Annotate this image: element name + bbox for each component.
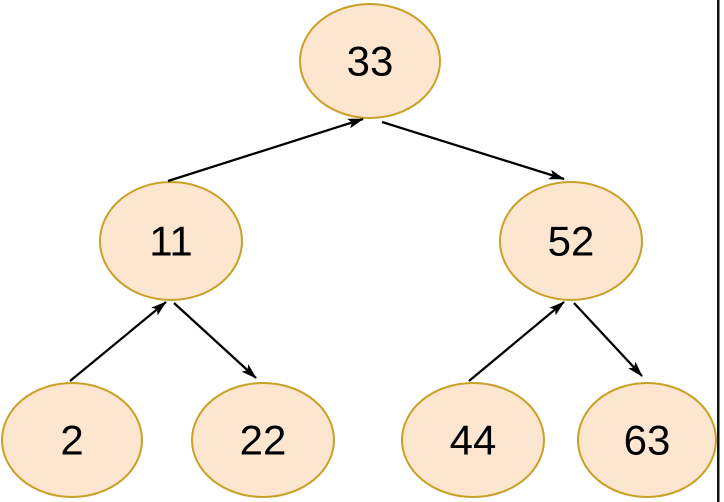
edge-52-to-63 bbox=[573, 302, 643, 377]
edge-2-to-11 bbox=[69, 301, 167, 382]
tree-node-11: 11 bbox=[99, 181, 243, 301]
tree-node-44: 44 bbox=[401, 382, 545, 498]
tree-node-52: 52 bbox=[499, 181, 643, 301]
edge-33-to-52 bbox=[381, 120, 565, 181]
edges-layer bbox=[69, 117, 643, 382]
edge-11-to-22 bbox=[173, 302, 257, 379]
tree-node-33: 33 bbox=[299, 3, 441, 119]
node-label: 2 bbox=[60, 417, 83, 464]
tree-node-2: 2 bbox=[1, 382, 143, 498]
node-label: 33 bbox=[347, 38, 394, 85]
node-label: 63 bbox=[624, 417, 671, 464]
node-label: 11 bbox=[149, 218, 193, 265]
node-ellipse bbox=[499, 181, 643, 301]
screenshot-right-edge-line bbox=[717, 0, 720, 502]
tree-node-22: 22 bbox=[191, 382, 335, 498]
edge-44-to-52 bbox=[468, 301, 565, 382]
node-ellipse bbox=[191, 382, 335, 498]
node-ellipse bbox=[1, 382, 143, 498]
node-ellipse bbox=[99, 181, 243, 301]
edge-11-to-33 bbox=[167, 117, 364, 183]
node-ellipse bbox=[299, 3, 441, 119]
node-label: 44 bbox=[450, 417, 497, 464]
node-ellipse bbox=[401, 382, 545, 498]
node-label: 22 bbox=[240, 417, 287, 464]
node-ellipse bbox=[577, 382, 717, 498]
node-label: 52 bbox=[548, 218, 595, 265]
tree-node-63: 63 bbox=[577, 382, 717, 498]
